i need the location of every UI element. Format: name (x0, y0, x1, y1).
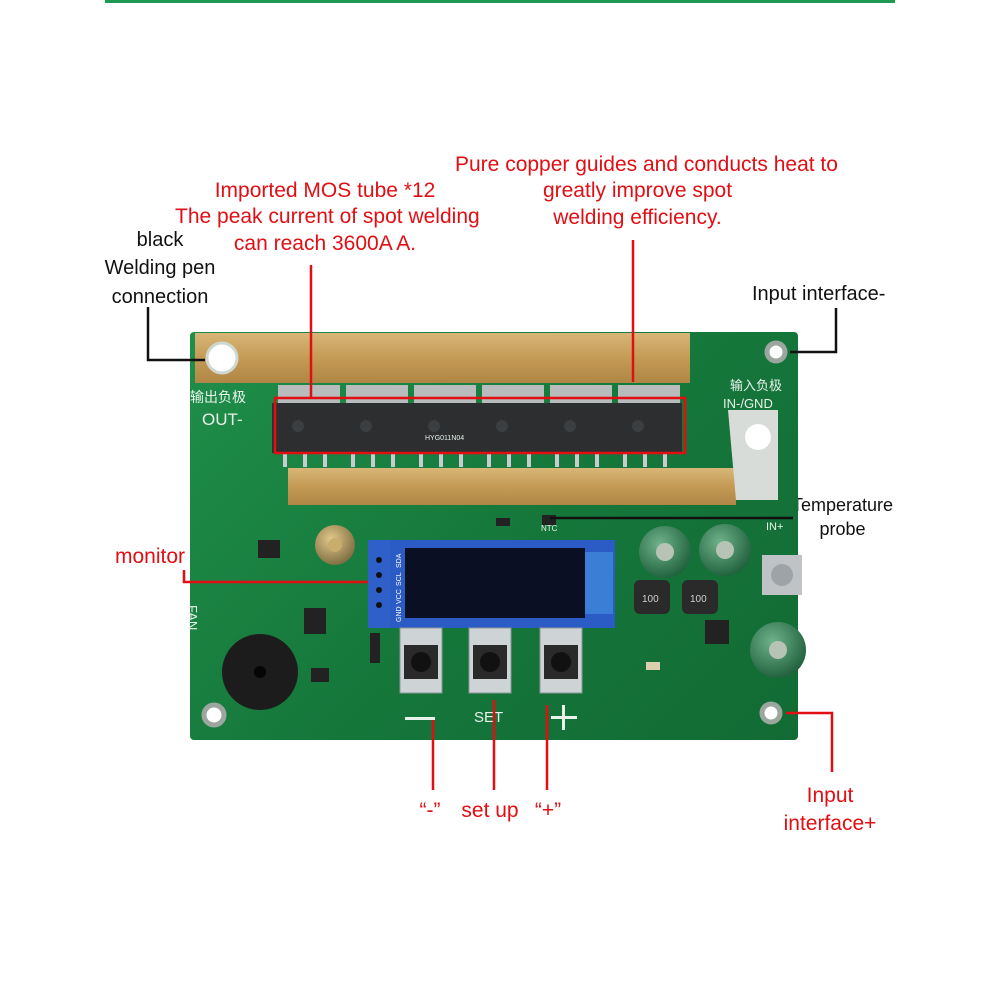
plus-button-annotation: “+” (534, 799, 562, 822)
ic-q12 (311, 668, 329, 682)
input-minus-annotation: Input interface- (752, 283, 886, 305)
input-minus-pointer (790, 308, 838, 354)
minus-button-annotation: “-” (419, 799, 441, 822)
welding-pen-annotation: black Welding pen connection (95, 226, 225, 311)
oled-module: GND VCC SCL SDA (368, 540, 615, 628)
mos-line-3: can reach 3600A A. (233, 231, 417, 255)
copper-line-1: Pure copper guides and conducts heat to (455, 153, 838, 176)
input-plus-annotation: Input interface+ (775, 782, 885, 839)
silk-out: OUT- (202, 410, 243, 429)
capacitor-left (315, 525, 355, 565)
minus-button[interactable] (399, 627, 443, 694)
ic-u5 (304, 608, 326, 634)
copper-annotation: Pure copper guides and conducts heat to … (455, 152, 838, 231)
copper-line-2: greatly improve spot (542, 179, 733, 203)
black-pointer-lines (146, 307, 838, 520)
in-gnd-pad (728, 410, 778, 500)
mos-tube-annotation: Imported MOS tube *12 The peak current o… (175, 178, 480, 257)
mosfet-array: HYG011N04 (272, 385, 682, 467)
silk-in-cn: 输入负极 (730, 378, 782, 393)
mount-hole-bottom-left (201, 702, 227, 728)
capacitor-3 (750, 622, 806, 678)
capacitor-1 (639, 526, 691, 578)
monitor-pointer (182, 570, 368, 584)
mount-hole-in-minus (764, 340, 788, 364)
silk-plus-symbol (551, 705, 577, 730)
header-pins (370, 633, 380, 663)
oled-pin-scl: SCL (396, 572, 403, 586)
oled-screen (405, 548, 585, 618)
mosfet-2 (340, 385, 410, 467)
mosfet-6 (612, 385, 682, 467)
plus-button[interactable] (539, 627, 583, 694)
smd-c146 (646, 662, 660, 670)
silk-out-cn: 输出负极 (190, 389, 246, 405)
top-divider-line (105, 0, 895, 3)
silk-in-gnd: IN-/GND (723, 396, 773, 411)
oled-pin-vcc: VCC (396, 589, 403, 604)
input-plus-line-2: interface+ (783, 812, 877, 836)
silk-fan: FAN (185, 605, 200, 630)
mosfet-1 (272, 385, 342, 467)
mosfet-3 (408, 385, 478, 467)
mos-line-1: Imported MOS tube *12 (214, 179, 436, 202)
monitor-annotation: monitor (115, 545, 186, 568)
pen-line-3: connection (111, 285, 209, 308)
ntc-connector (542, 515, 556, 525)
copper-line-3: welding efficiency. (553, 205, 722, 229)
inductor-2: 100 (682, 580, 718, 614)
inductor-1-label: 100 (642, 594, 659, 605)
mosfet-4 (476, 385, 546, 467)
red-pointer-lines (182, 240, 834, 790)
buzzer (222, 634, 298, 710)
mos-line-2: The peak current of spot welding (175, 205, 480, 229)
inductor-1: 100 (634, 580, 670, 614)
mount-hole-out (205, 341, 239, 375)
temp-line-2: probe (819, 519, 866, 540)
mount-hole-in-plus (759, 701, 783, 725)
pen-line-1: black (136, 229, 184, 251)
silk-in-plus: IN+ (766, 521, 783, 533)
pen-line-2: Welding pen (104, 257, 216, 280)
copper-bar-bottom (288, 468, 736, 505)
smd-c147 (496, 518, 510, 526)
inductor-2-label: 100 (690, 594, 707, 605)
input-plus-terminal (762, 555, 802, 595)
ic-q1 (258, 540, 280, 558)
oled-pin-sda: SDA (396, 553, 403, 568)
setup-button-annotation: set up (461, 799, 519, 822)
set-button[interactable] (468, 627, 512, 694)
silk-ntc: NTC (541, 524, 558, 533)
input-plus-line-1: Input (806, 784, 854, 807)
silk-set: SET (474, 709, 503, 726)
silk-minus-symbol (405, 717, 435, 720)
mosfet-highlight-box (273, 396, 687, 455)
temp-line-1: Temperature (791, 495, 894, 515)
ic-regulator (705, 620, 729, 644)
pen-pointer (146, 307, 205, 362)
temperature-probe-annotation: Temperature probe (790, 493, 895, 542)
capacitor-2 (699, 524, 751, 576)
copper-bar-top (195, 333, 690, 383)
input-plus-pointer (786, 711, 834, 772)
oled-pin-gnd: GND (396, 606, 403, 622)
mosfet-5 (544, 385, 614, 467)
mosfet-part-label: HYG011N04 (425, 435, 464, 442)
mount-hole-gnd (745, 424, 771, 450)
